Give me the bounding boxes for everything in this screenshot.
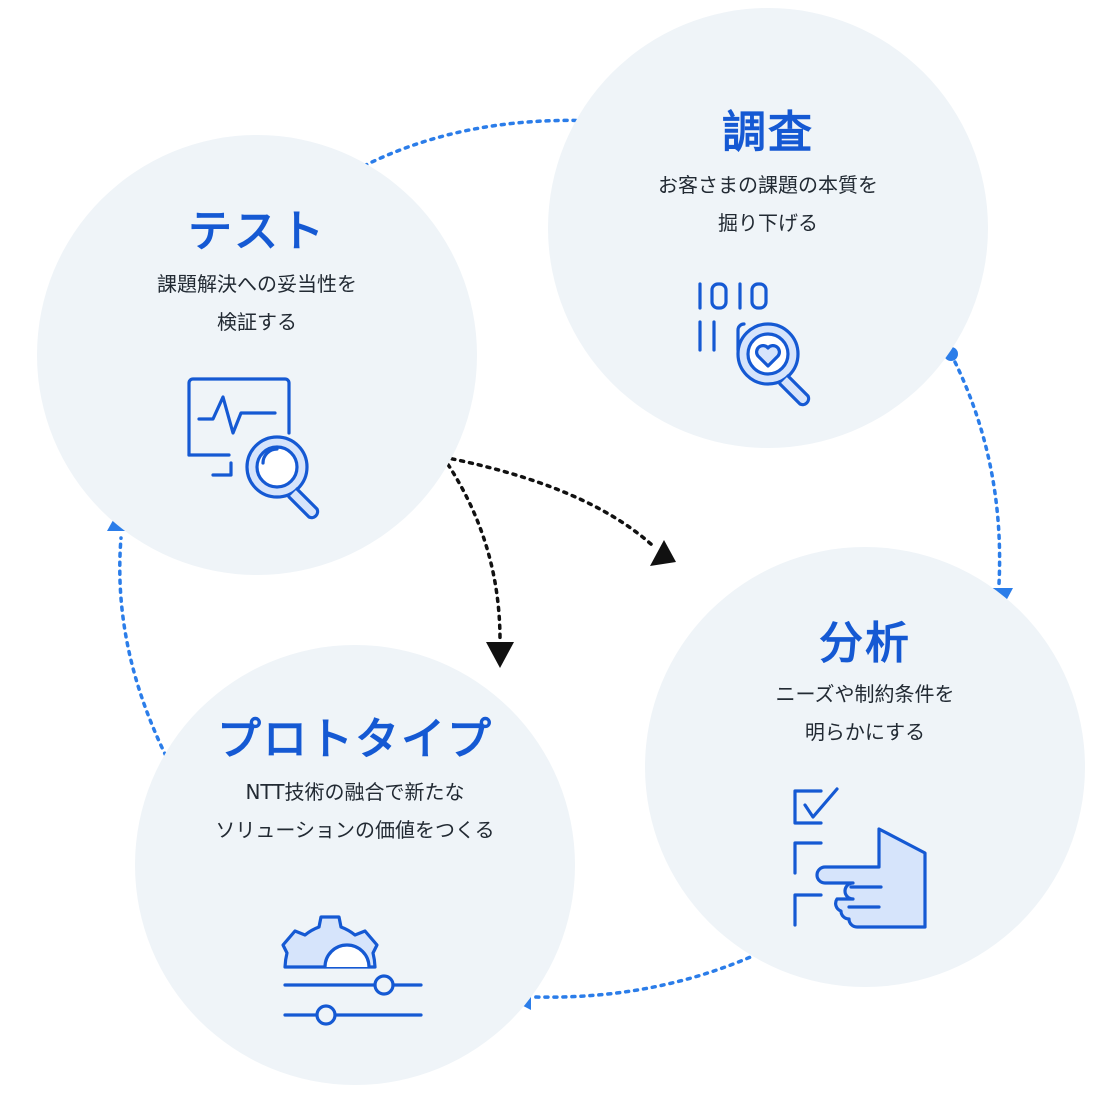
step-description: お客さまの課題の本質を 掘り下げる	[658, 173, 878, 235]
checklist-pointing-hand-icon	[793, 787, 927, 929]
arrow-test-branches	[436, 450, 676, 668]
step-description: ニーズや制約条件を 明らかにする	[775, 682, 955, 744]
step-description: 課題解決への妥当性を 検証する	[157, 272, 357, 334]
monitor-magnifier-icon	[187, 377, 320, 520]
step-prototype: プロトタイプ NTT技術の融合で新たな ソリューションの価値をつくる	[135, 645, 575, 1085]
step-title: プロトタイプ	[217, 714, 493, 765]
step-title: テスト	[188, 206, 326, 257]
step-research: 調査 お客さまの課題の本質を 掘り下げる	[548, 8, 988, 448]
step-title: 調査	[722, 107, 814, 158]
step-description: NTT技術の融合で新たな ソリューションの価値をつくる	[215, 780, 495, 842]
binary-search-heart-icon	[698, 282, 811, 407]
gear-sliders-icon	[281, 915, 423, 1026]
step-test: テスト 課題解決への妥当性を 検証する	[37, 135, 477, 575]
step-title: 分析	[819, 618, 911, 669]
step-analysis: 分析 ニーズや制約条件を 明らかにする	[645, 547, 1085, 987]
